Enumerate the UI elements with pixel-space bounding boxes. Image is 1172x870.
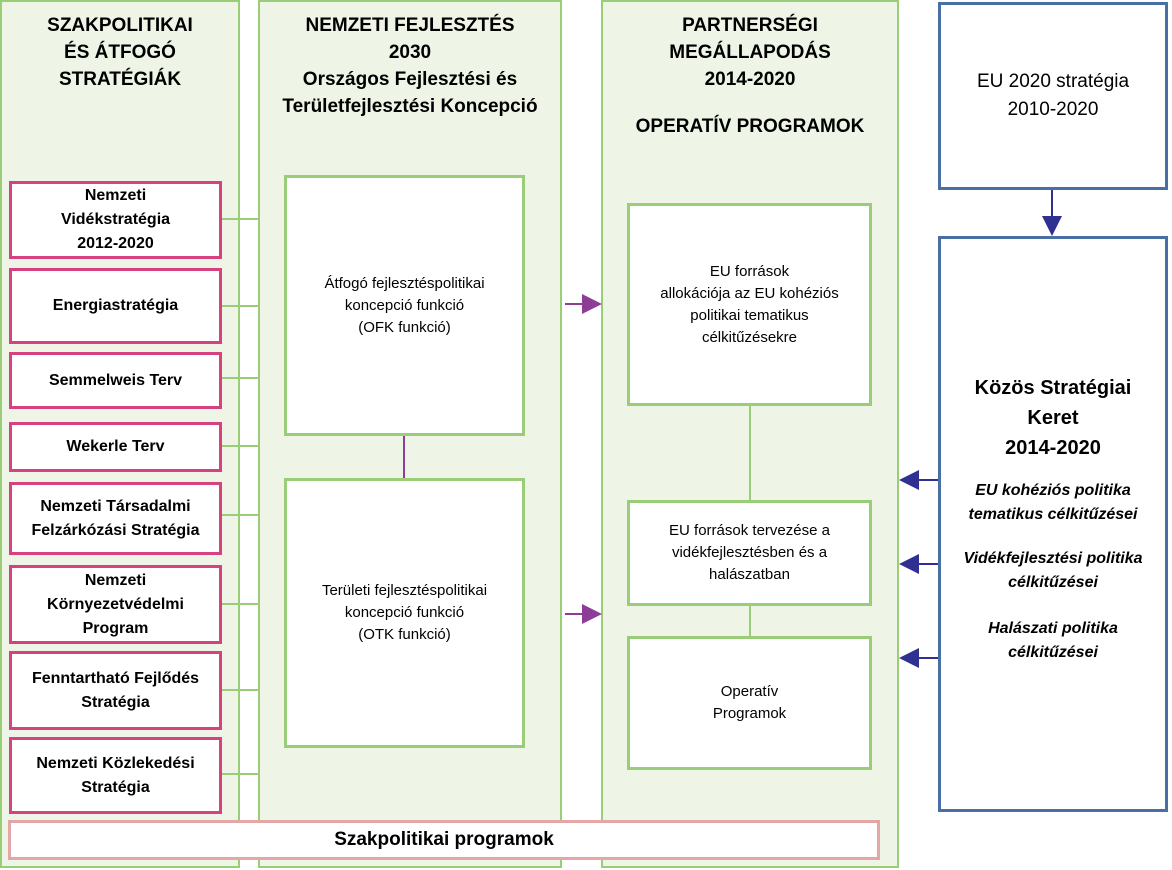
operative-programs-subtitle: OPERATÍV PROGRAMOK <box>635 116 865 137</box>
strategy-box-energy: Energiastratégia <box>9 268 222 344</box>
sector-programs-label: Szakpolitikai programok <box>334 829 554 850</box>
csf-title: Közös Stratégiai Keret 2014-2020 <box>974 377 1132 459</box>
csf-goal-fishery: Halászati politika célkitűzései <box>988 620 1118 661</box>
partnership-column-title: PARTNERSÉGI MEGÁLLAPODÁS 2014-2020 <box>669 15 831 90</box>
csf-goal-cohesion: EU kohéziós politika tematikus célkitűzé… <box>968 482 1138 523</box>
csf-goal-rural: Vidékfejlesztési politika célkitűzései <box>963 550 1143 591</box>
sector-column-title: SZAKPOLITIKAI ÉS ÁTFOGÓ STRATÉGIÁK <box>47 15 193 90</box>
national-column-title: NEMZETI FEJLESZTÉS 2030 Országos Fejlesz… <box>282 15 538 117</box>
strategy-box-wekerle: Wekerle Terv <box>9 422 222 472</box>
common-strategic-framework-box: Közös Stratégiai Keret 2014-2020 EU kohé… <box>938 236 1168 812</box>
sector-programs-bar: Szakpolitikai programok <box>8 820 880 860</box>
strategy-box-semmelweis: Semmelweis Terv <box>9 352 222 409</box>
